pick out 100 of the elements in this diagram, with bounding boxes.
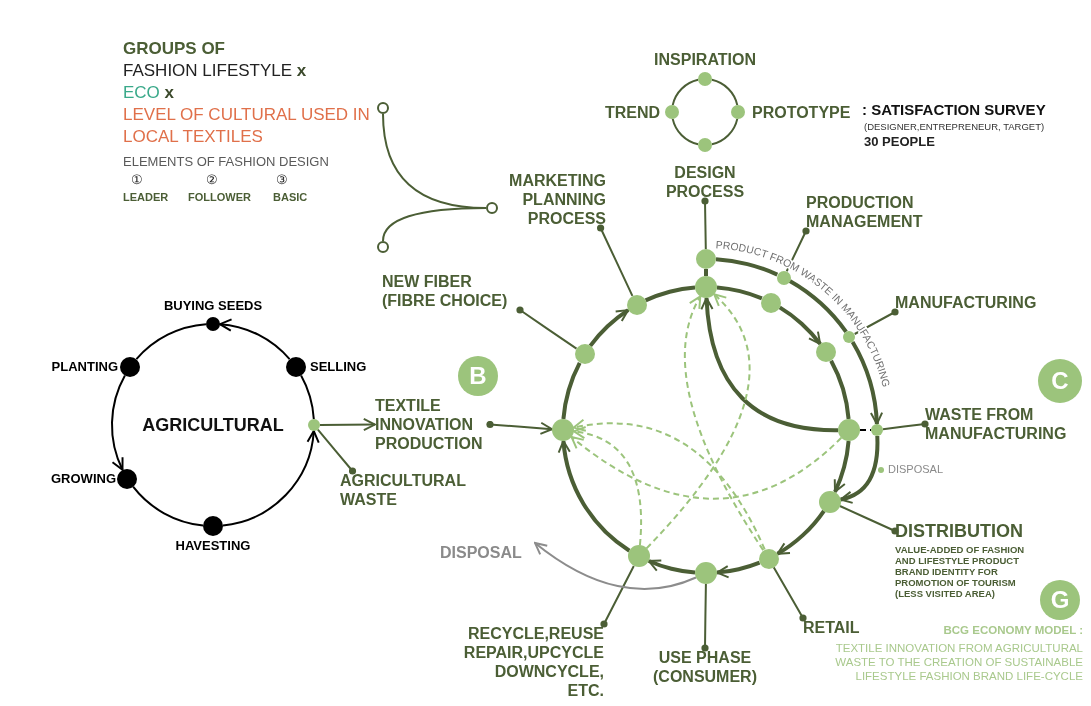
connector-line — [715, 257, 779, 277]
connector-line — [135, 323, 207, 361]
node-dot — [696, 249, 716, 269]
connector-line — [704, 269, 708, 276]
node-caption: PROTOTYPE — [752, 103, 852, 122]
description-text: VALUE-ADDED OF FASHION AND LIFESTYLE PRODUCT BRAND IDENTITY FOR PROMOTION OF TOURISM (LESS VISITED AREA) — [895, 544, 1026, 599]
stage-label: RETAIL — [803, 618, 878, 637]
connector-line — [716, 285, 763, 301]
letter-badge: C — [1038, 359, 1082, 403]
arrow — [839, 435, 880, 504]
node-dot — [665, 105, 679, 119]
stage-label: DISPOSAL — [440, 543, 535, 562]
node-caption: BUYING SEEDS — [162, 298, 264, 314]
cycle-title: AGRICULTURAL — [141, 415, 285, 436]
leader-line — [597, 224, 634, 297]
node-dot — [838, 419, 860, 441]
stage-label: PRODUCTION MANAGEMENT — [806, 193, 936, 231]
option-number: ③ — [276, 172, 288, 187]
connector-line — [132, 485, 204, 527]
connector-line — [382, 207, 487, 242]
arrow — [219, 319, 291, 361]
arrow — [534, 542, 697, 590]
option-number: ② — [206, 172, 218, 187]
arrow — [776, 509, 826, 556]
option-label: BASIC — [273, 191, 308, 203]
arrow — [570, 436, 843, 500]
node-dot — [120, 357, 141, 378]
leader-line — [316, 428, 357, 475]
subheading-text: ELEMENTS OF FASHION DESIGN — [123, 154, 329, 170]
leader-line — [882, 420, 929, 431]
leader-line — [701, 197, 709, 250]
arrow — [319, 418, 376, 432]
node-dot — [626, 294, 647, 315]
heading-text: GROUPS OF — [123, 38, 225, 60]
connector-line — [859, 429, 872, 431]
stage-label: WASTE FROM MANUFACTURING — [925, 405, 1083, 443]
option-label: LEADER — [123, 191, 169, 203]
arrow — [588, 308, 630, 348]
arrow — [683, 295, 765, 552]
node-dot — [285, 357, 306, 378]
leader-line — [772, 566, 807, 622]
arrow — [645, 293, 751, 550]
node-dot — [695, 276, 717, 298]
node-dot — [731, 105, 745, 119]
heading-text: LEVEL OF CULTURAL USED IN LOCAL TEXTILES — [123, 104, 371, 148]
leader-line — [701, 583, 709, 652]
leader-line — [516, 306, 578, 350]
node-dot — [574, 344, 595, 365]
node-caption: PLANTING — [50, 359, 118, 375]
stage-label: TEXTILE INNOVATION PRODUCTION — [375, 396, 490, 453]
stage-label: NEW FIBER (FIBRE CHOICE) — [382, 272, 520, 310]
arrow — [558, 440, 631, 553]
connector-line — [671, 78, 700, 107]
letter-badge: G — [1040, 580, 1080, 620]
connector-line — [300, 374, 315, 420]
arrow — [486, 420, 553, 435]
arrow — [833, 440, 851, 493]
node-dot — [203, 516, 223, 536]
arrow — [716, 560, 761, 579]
survey-title: : SATISFACTION SURVEY — [862, 101, 1046, 118]
arrow — [572, 426, 643, 547]
survey-count: 30 PEOPLE — [864, 134, 935, 150]
stage-label: AGRICULTURAL WASTE — [340, 471, 465, 509]
node-dot — [117, 468, 138, 489]
stage-label: DISTRIBUTION — [895, 520, 1045, 542]
node-caption: GROWING — [50, 471, 116, 487]
letter-badge: B — [458, 356, 498, 396]
arrow — [647, 559, 696, 575]
node-caption: SELLING — [310, 359, 368, 375]
node-dot — [695, 562, 717, 584]
stage-label: DESIGN PROCESS — [660, 163, 750, 201]
node-dot — [698, 72, 712, 86]
node-dot — [871, 424, 883, 436]
node-dot — [698, 138, 712, 152]
connector-line — [710, 117, 739, 146]
arrow — [572, 419, 766, 551]
heading-text: ECO x — [123, 82, 175, 104]
node-dot — [206, 317, 220, 331]
node-dot — [627, 545, 650, 568]
connector-line — [710, 78, 739, 107]
arrow — [222, 430, 319, 527]
option-number: ① — [131, 172, 143, 187]
open-circle — [377, 102, 389, 114]
node-dot — [818, 490, 841, 513]
node-dot — [758, 548, 779, 569]
option-label: FOLLOWER — [188, 191, 251, 203]
stage-label: MARKETING PLANNING PROCESS — [498, 171, 606, 228]
connector-line — [561, 362, 582, 420]
stage-label: USE PHASE (CONSUMER) — [647, 648, 763, 686]
connector-line — [644, 285, 696, 303]
leader-line — [600, 565, 635, 628]
open-circle — [486, 202, 498, 214]
stage-label: RECYCLE,REUSE REPAIR,UPCYCLE DOWNCYCLE, ETC. — [462, 624, 604, 700]
heading-text: FASHION LIFESTYLE x — [123, 60, 307, 82]
survey-note: (DESIGNER,ENTREPRENEUR, TARGET) — [864, 121, 1045, 132]
node-caption: TREND — [603, 103, 660, 122]
node-caption: INSPIRATION — [653, 50, 757, 69]
open-circle — [377, 241, 389, 253]
stage-label: MANUFACTURING — [895, 293, 1055, 312]
model-title: BCG ECONOMY MODEL : — [942, 623, 1083, 637]
